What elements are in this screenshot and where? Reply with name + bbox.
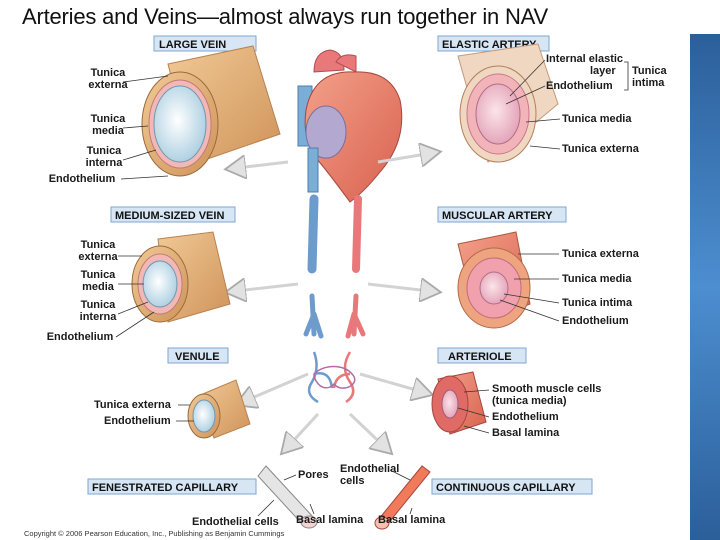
header-arteriole: ARTERIOLE — [437, 347, 527, 364]
svg-text:Basal lamina: Basal lamina — [378, 514, 446, 526]
svg-text:FENESTRATED CAPILLARY: FENESTRATED CAPILLARY — [92, 482, 239, 494]
continuous-capillary-labels: Endothelial cells Basal lamina — [340, 463, 446, 526]
svg-text:layer: layer — [590, 65, 616, 77]
fenestrated-capillary-illustration — [257, 465, 318, 529]
svg-text:Tunica externa: Tunica externa — [562, 248, 640, 260]
svg-text:LARGE VEIN: LARGE VEIN — [159, 39, 226, 51]
header-muscular-artery: MUSCULAR ARTERY — [437, 206, 567, 223]
venule-illustration — [187, 379, 251, 439]
slide-title: Arteries and Veins—almost always run tog… — [22, 4, 549, 29]
svg-text:Internal elastic: Internal elastic — [546, 53, 623, 65]
svg-text:Endothelium: Endothelium — [47, 331, 114, 343]
svg-text:Basal lamina: Basal lamina — [492, 427, 560, 439]
diagram-board: LARGE VEIN ELASTIC ARTERY MEDIUM-SIZED V… — [18, 34, 690, 540]
svg-text:Tunica: Tunica — [91, 113, 127, 125]
svg-text:interna: interna — [80, 311, 118, 323]
header-large-vein: LARGE VEIN — [153, 35, 257, 52]
copyright-text: Copyright © 2006 Pearson Education, Inc.… — [24, 529, 284, 538]
medium-vein-illustration — [131, 231, 231, 323]
svg-text:Tunica: Tunica — [81, 299, 117, 311]
svg-text:media: media — [92, 125, 125, 137]
large-vein-labels: Tunica externa Tunica media Tunica inter… — [49, 67, 169, 185]
large-vein-illustration — [141, 45, 281, 177]
header-fenestrated-capillary: FENESTRATED CAPILLARY — [87, 478, 257, 495]
svg-text:VENULE: VENULE — [175, 351, 220, 363]
svg-text:Tunica externa: Tunica externa — [562, 143, 640, 155]
continuous-capillary-illustration — [374, 465, 431, 530]
arteriole-labels: Smooth muscle cells (tunica media) Endot… — [457, 383, 601, 439]
svg-text:CONTINUOUS CAPILLARY: CONTINUOUS CAPILLARY — [436, 482, 576, 494]
svg-text:Smooth muscle cells: Smooth muscle cells — [492, 383, 601, 395]
svg-text:Tunica: Tunica — [91, 67, 127, 79]
svg-text:Basal lamina: Basal lamina — [296, 514, 364, 526]
svg-text:(tunica media): (tunica media) — [492, 395, 567, 407]
svg-text:Tunica intima: Tunica intima — [562, 297, 633, 309]
svg-text:Tunica: Tunica — [81, 239, 117, 251]
svg-text:media: media — [82, 281, 115, 293]
svg-text:Tunica media: Tunica media — [562, 273, 632, 285]
vein-branch-illustration — [303, 194, 334, 404]
svg-text:Tunica externa: Tunica externa — [94, 399, 172, 411]
svg-text:externa: externa — [78, 251, 118, 263]
svg-text:Endothelium: Endothelium — [104, 415, 171, 427]
flow-arrows — [228, 152, 438, 452]
svg-text:Endothelium: Endothelium — [562, 315, 629, 327]
svg-text:MEDIUM-SIZED VEIN: MEDIUM-SIZED VEIN — [115, 210, 224, 222]
svg-text:cells: cells — [340, 475, 364, 487]
svg-text:externa: externa — [88, 79, 128, 91]
svg-text:intima: intima — [632, 77, 665, 89]
slide-side-bar — [690, 34, 720, 540]
capillary-bed-illustration — [313, 365, 356, 389]
header-continuous-capillary: CONTINUOUS CAPILLARY — [431, 478, 593, 495]
venule-labels: Tunica externa Endothelium — [94, 399, 194, 427]
muscular-artery-illustration — [457, 231, 531, 329]
header-venule: VENULE — [167, 347, 229, 364]
header-medium-vein: MEDIUM-SIZED VEIN — [110, 206, 236, 223]
svg-text:Tunica media: Tunica media — [562, 113, 632, 125]
fenestrated-capillary-labels: Pores Endothelial cells Basal lamina — [192, 469, 364, 528]
svg-text:ARTERIOLE: ARTERIOLE — [448, 351, 512, 363]
svg-text:MUSCULAR ARTERY: MUSCULAR ARTERY — [442, 210, 553, 222]
svg-text:Tunica: Tunica — [81, 269, 117, 281]
svg-text:Endothelium: Endothelium — [492, 411, 559, 423]
medium-vein-labels: Tunica externa Tunica media Tunica inter… — [47, 239, 155, 343]
svg-text:Tunica: Tunica — [632, 65, 668, 77]
muscular-artery-labels: Tunica externa Tunica media Tunica intim… — [499, 248, 640, 327]
svg-text:Endothelium: Endothelium — [49, 173, 116, 185]
vessel-diagram: LARGE VEIN ELASTIC ARTERY MEDIUM-SIZED V… — [24, 35, 668, 538]
elastic-artery-labels: Internal elastic layer Tunica intima End… — [505, 53, 668, 155]
arteriole-illustration — [431, 371, 487, 435]
svg-text:interna: interna — [86, 157, 124, 169]
svg-text:Tunica: Tunica — [87, 145, 123, 157]
svg-text:Endothelial: Endothelial — [340, 463, 399, 475]
svg-text:Pores: Pores — [298, 469, 329, 481]
heart-illustration — [297, 49, 403, 203]
svg-text:Endothelial cells: Endothelial cells — [192, 516, 279, 528]
svg-text:Endothelium: Endothelium — [546, 80, 613, 92]
artery-branch-illustration — [332, 195, 366, 404]
